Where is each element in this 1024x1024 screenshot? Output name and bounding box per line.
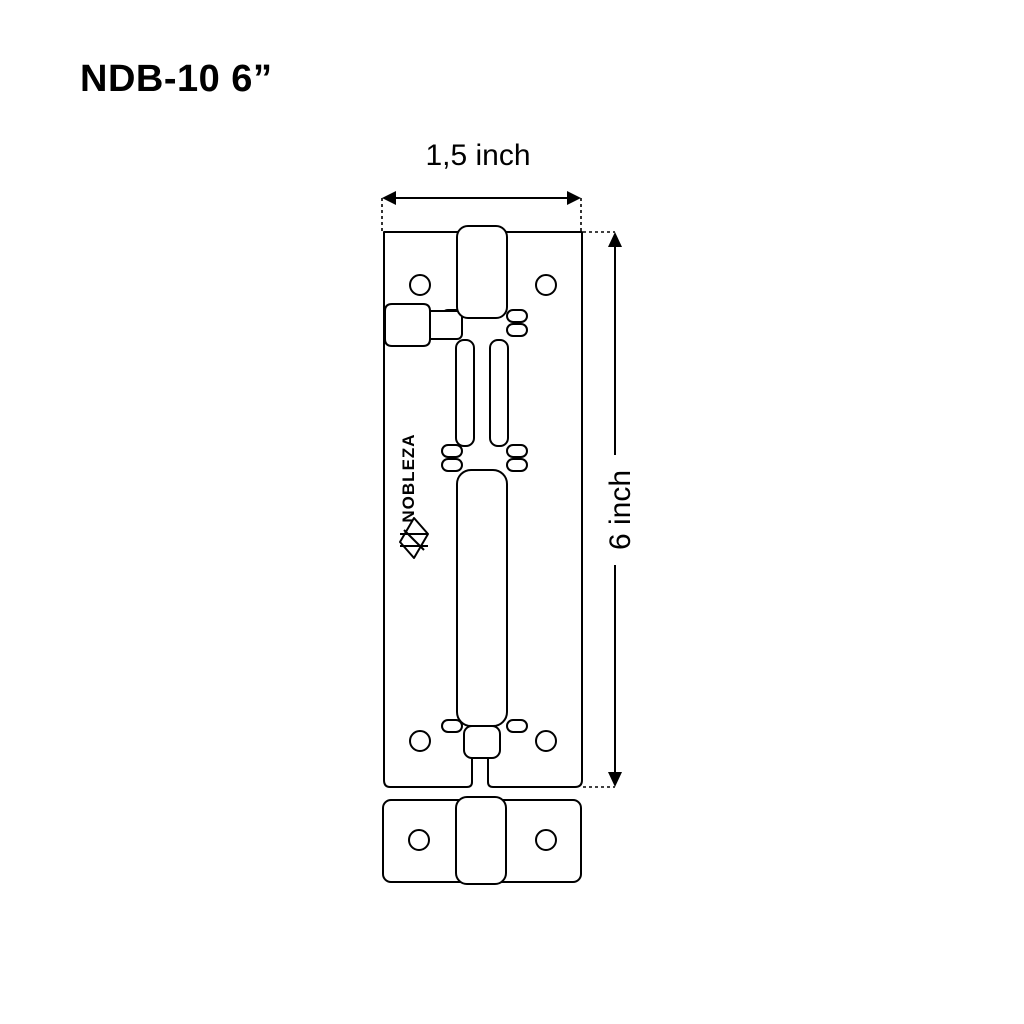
height-label: 6 inch <box>604 470 637 550</box>
screw-hole <box>408 829 430 851</box>
bolt-rod <box>455 225 509 759</box>
screw-hole <box>535 829 557 851</box>
width-dimension: 1,5 inch <box>381 139 582 232</box>
bolt-handle-knob <box>384 303 463 347</box>
screw-hole <box>535 274 557 296</box>
screw-hole <box>535 730 557 752</box>
nobleza-logo: NOBLEZA <box>399 433 429 559</box>
screw-hole <box>409 274 431 296</box>
brand-logo-text: NOBLEZA <box>399 433 418 522</box>
guide-strap-middle <box>441 444 528 472</box>
nobleza-logo-icon <box>399 517 429 559</box>
guide-strap-bottom <box>441 719 528 733</box>
width-label: 1,5 inch <box>425 139 530 172</box>
bolt-keeper <box>382 796 582 885</box>
screw-hole <box>409 730 431 752</box>
height-dimension: 6 inch <box>583 231 637 788</box>
product-title: NDB-10 6” <box>80 58 273 100</box>
